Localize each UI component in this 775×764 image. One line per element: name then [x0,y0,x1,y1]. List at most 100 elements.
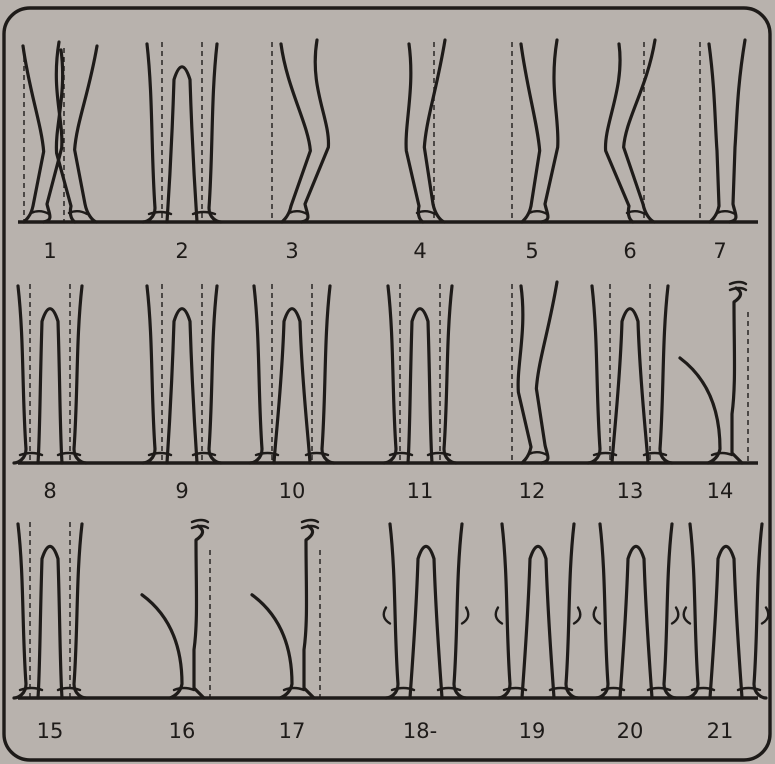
hock-mark [462,608,468,624]
panel-number: 21 [707,719,734,743]
leg-outline [606,40,655,222]
leg-pair-outline [143,44,221,222]
hoof-mark [31,211,49,214]
hoof-mark [256,453,278,455]
panel-number: 9 [175,479,188,503]
mane-mark [730,282,746,290]
diagram-frame [4,8,770,760]
leg-outline [680,288,742,463]
panel-number: 6 [623,239,636,263]
hoof-mark [58,453,80,455]
hoof-mark [438,688,460,690]
leg-outline [709,40,745,222]
panel-number: 10 [279,479,306,503]
hoof-mark [594,453,616,455]
leg-outline [406,40,445,222]
panel-6: 6 [606,40,655,263]
leg-outline [252,526,314,698]
leg-pair-outline [384,286,456,463]
leg-outline [142,526,204,698]
hoof-mark [149,453,171,455]
hock-mark [574,608,580,624]
hock-mark [496,608,502,624]
hock-mark [684,608,690,624]
hoof-mark [20,688,42,690]
panel-21: 21 [684,524,769,743]
leg-pair-outline [386,524,466,698]
panel-15: 15 [14,522,86,743]
hoof-mark [602,688,624,690]
panel-number: 4 [413,239,426,263]
hoof-mark [58,688,80,690]
panel-3: 3 [272,40,328,263]
panel-number: 14 [707,479,734,503]
hoof-mark [193,453,215,455]
panel-2: 2 [143,42,221,263]
hoof-mark [289,211,307,214]
panel-8: 8 [14,284,86,503]
panel-17: 17 [252,520,320,743]
panel-20: 20 [594,524,679,743]
panel-number: 15 [37,719,64,743]
panel-16: 16 [142,520,210,743]
panel-19: 19 [496,524,581,743]
panel-9: 9 [143,284,221,503]
panel-number: 12 [519,479,546,503]
hoof-mark [692,688,714,690]
panel-number: 19 [519,719,546,743]
leg-outline [521,40,558,222]
panel-4: 4 [406,40,445,263]
panel-11: 11 [384,284,456,503]
leg-pair-outline [686,524,766,698]
panels: 123456789101112131415161718-192021 [14,40,768,743]
hock-mark [672,608,678,624]
leg-pair-outline [588,286,672,463]
hoof-mark [644,453,666,455]
panel-number: 1 [43,239,56,263]
hoof-mark [392,688,414,690]
panel-number: 13 [617,479,644,503]
mane-mark [192,520,208,528]
panel-number: 20 [617,719,644,743]
hoof-mark [529,452,547,455]
hoof-mark [149,212,171,214]
panel-number: 16 [169,719,196,743]
hoof-mark [428,453,450,455]
panel-number: 8 [43,479,56,503]
panel-number: 3 [285,239,298,263]
hoof-mark [550,688,572,690]
mane-mark [302,520,318,528]
hoof-mark [390,453,412,455]
hoof-mark [193,212,215,214]
leg-pair-outline [250,286,334,463]
hock-mark [384,608,390,624]
hock-mark [762,608,768,624]
leg-pair-outline [596,524,676,698]
leg-pair-outline [14,524,86,698]
hoof-mark [717,211,735,214]
hock-mark [594,608,600,624]
hoof-mark [504,688,526,690]
panel-10: 10 [250,284,334,503]
panel-number: 2 [175,239,188,263]
hoof-mark [20,453,42,455]
leg-outline [518,282,557,463]
panel-number: 7 [713,239,726,263]
hoof-mark [648,688,670,690]
hoof-mark [284,688,304,690]
panel-number: 11 [407,479,434,503]
panel-5: 5 [512,40,558,263]
hoof-mark [738,688,760,690]
hoof-mark [174,688,194,690]
leg-outline [281,40,328,222]
panel-1: 1 [23,42,97,263]
leg-pair-outline [498,524,578,698]
panel-13: 13 [588,284,672,503]
panel-12: 12 [512,282,557,503]
panel-number: 17 [279,719,306,743]
hoof-mark [306,453,328,455]
leg-pair-outline [14,286,86,463]
hoof-mark [529,211,547,214]
hoof-mark [712,453,732,455]
